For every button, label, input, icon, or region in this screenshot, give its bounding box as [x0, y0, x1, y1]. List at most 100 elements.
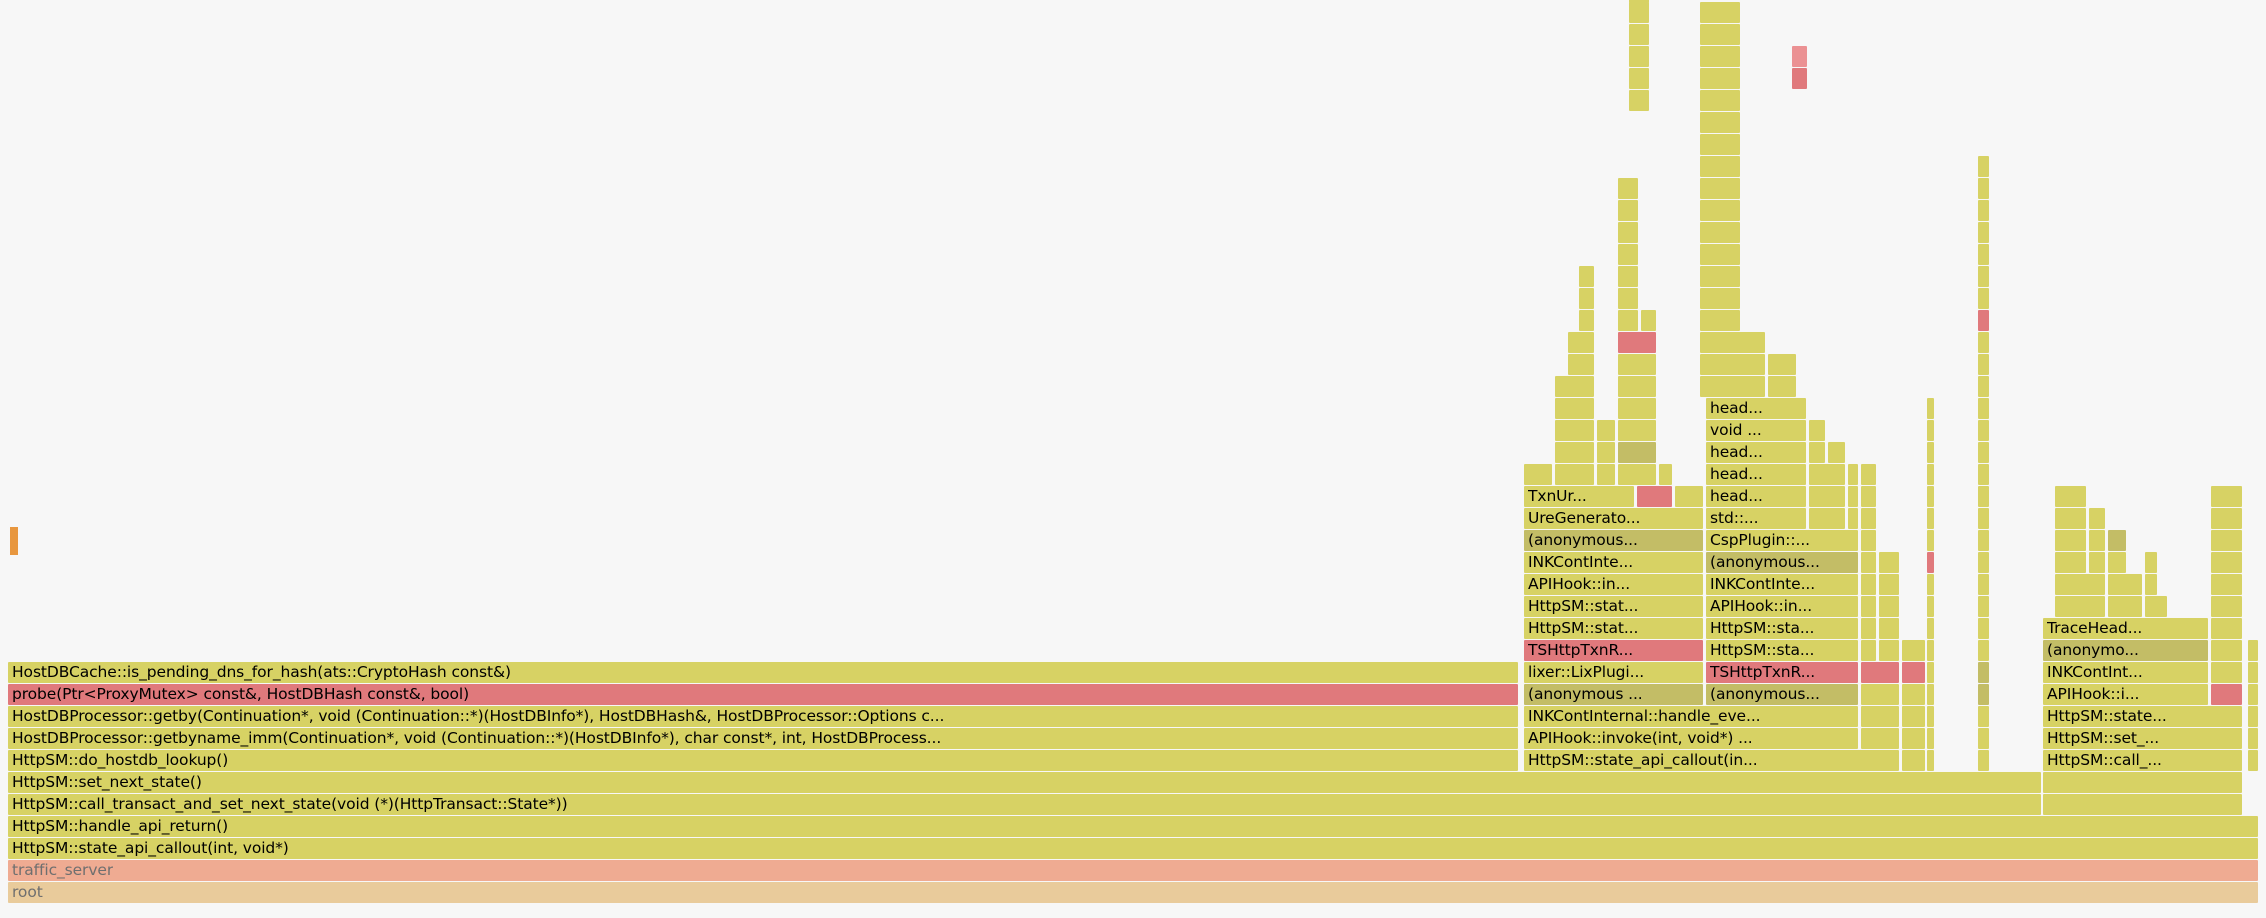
stack-frame-unlabeled[interactable] — [1978, 750, 1989, 771]
stack-frame-unlabeled[interactable] — [1618, 310, 1638, 331]
stack-frame-unlabeled[interactable] — [2043, 794, 2242, 815]
stack-frame-unlabeled[interactable] — [1902, 728, 1925, 749]
stack-frame-unlabeled[interactable] — [2211, 684, 2242, 705]
stack-frame-unlabeled[interactable] — [1978, 684, 1989, 705]
stack-frame-unlabeled[interactable] — [1618, 200, 1638, 221]
stack-frame[interactable]: HttpSM::call_transact_and_set_next_state… — [8, 794, 2041, 815]
stack-frame[interactable]: void ... — [1706, 420, 1806, 441]
stack-frame-unlabeled[interactable] — [1978, 728, 1989, 749]
stack-frame-unlabeled[interactable] — [1927, 552, 1934, 573]
stack-frame[interactable]: APIHook::in... — [1706, 596, 1858, 617]
stack-frame-unlabeled[interactable] — [1927, 486, 1934, 507]
stack-frame[interactable]: TSHttpTxnR... — [1706, 662, 1858, 683]
stack-frame[interactable]: (anonymous... — [1706, 552, 1858, 573]
stack-frame[interactable]: HttpSM::state_api_callout(int, void*) — [8, 838, 2258, 859]
stack-frame-unlabeled[interactable] — [2089, 530, 2105, 551]
stack-frame-unlabeled[interactable] — [1618, 244, 1638, 265]
stack-frame[interactable]: (anonymous... — [1706, 684, 1858, 705]
stack-frame-unlabeled[interactable] — [1618, 376, 1656, 397]
stack-frame-unlabeled[interactable] — [1768, 354, 1796, 375]
stack-frame-unlabeled[interactable] — [1978, 706, 1989, 727]
stack-frame-unlabeled[interactable] — [1618, 288, 1638, 309]
stack-frame-unlabeled[interactable] — [1927, 574, 1934, 595]
stack-frame[interactable]: root — [8, 882, 2258, 903]
stack-frame-unlabeled[interactable] — [1629, 24, 1649, 45]
stack-frame[interactable]: HostDBProcessor::getbyname_imm(Continuat… — [8, 728, 1518, 749]
stack-frame-unlabeled[interactable] — [2211, 530, 2242, 551]
stack-frame[interactable]: INKContInte... — [1706, 574, 1858, 595]
stack-frame-unlabeled[interactable] — [1927, 640, 1934, 661]
stack-frame-unlabeled[interactable] — [1927, 420, 1934, 441]
stack-frame-unlabeled[interactable] — [1700, 90, 1740, 111]
stack-frame-unlabeled[interactable] — [1848, 486, 1858, 507]
stack-frame-unlabeled[interactable] — [1629, 68, 1649, 89]
stack-frame-unlabeled[interactable] — [2211, 618, 2242, 639]
stack-frame-unlabeled[interactable] — [1978, 156, 1989, 177]
stack-frame-unlabeled[interactable] — [1978, 552, 1989, 573]
stack-frame-unlabeled[interactable] — [1978, 420, 1989, 441]
stack-frame-unlabeled[interactable] — [1579, 266, 1594, 287]
stack-frame[interactable]: TraceHead... — [2043, 618, 2208, 639]
stack-frame-unlabeled[interactable] — [1978, 662, 1989, 683]
stack-frame[interactable]: probe(Ptr<ProxyMutex> const&, HostDBHash… — [8, 684, 1518, 705]
stack-frame-unlabeled[interactable] — [1861, 640, 1876, 661]
stack-frame[interactable]: (anonymous ... — [1524, 684, 1703, 705]
stack-frame-unlabeled[interactable] — [1597, 420, 1615, 441]
stack-frame-unlabeled[interactable] — [1978, 398, 1989, 419]
stack-frame-unlabeled[interactable] — [1978, 596, 1989, 617]
stack-frame-unlabeled[interactable] — [1700, 376, 1765, 397]
stack-frame-unlabeled[interactable] — [1978, 618, 1989, 639]
stack-frame-unlabeled[interactable] — [2089, 552, 2105, 573]
stack-frame[interactable]: HttpSM::set_next_state() — [8, 772, 2041, 793]
stack-frame-unlabeled[interactable] — [1618, 398, 1656, 419]
stack-frame-unlabeled[interactable] — [1978, 222, 1989, 243]
stack-frame[interactable]: INKContInte... — [1524, 552, 1703, 573]
stack-frame-unlabeled[interactable] — [2248, 706, 2258, 727]
stack-frame-unlabeled[interactable] — [1927, 728, 1934, 749]
stack-frame-unlabeled[interactable] — [1579, 288, 1594, 309]
stack-frame[interactable]: HttpSM::set_... — [2043, 728, 2242, 749]
stack-frame-unlabeled[interactable] — [1927, 508, 1934, 529]
stack-frame-unlabeled[interactable] — [2055, 508, 2086, 529]
stack-frame-unlabeled[interactable] — [2043, 772, 2242, 793]
stack-frame-unlabeled[interactable] — [2211, 662, 2242, 683]
stack-frame-unlabeled[interactable] — [1792, 68, 1807, 89]
stack-frame[interactable]: (anonymous... — [1524, 530, 1703, 551]
stack-frame[interactable]: HttpSM::do_hostdb_lookup() — [8, 750, 1518, 771]
stack-frame-unlabeled[interactable] — [1629, 2, 1649, 23]
stack-frame-unlabeled[interactable] — [1700, 200, 1740, 221]
stack-frame-unlabeled[interactable] — [1861, 508, 1876, 529]
stack-frame[interactable]: APIHook::in... — [1524, 574, 1703, 595]
stack-frame[interactable]: HttpSM::handle_api_return() — [8, 816, 2258, 837]
stack-frame[interactable]: CspPlugin::... — [1706, 530, 1858, 551]
stack-frame-unlabeled[interactable] — [1768, 376, 1796, 397]
stack-frame-unlabeled[interactable] — [1568, 332, 1594, 353]
stack-frame-unlabeled[interactable] — [2089, 508, 2105, 529]
stack-frame-unlabeled[interactable] — [1809, 486, 1845, 507]
stack-frame-unlabeled[interactable] — [1879, 618, 1899, 639]
stack-frame-unlabeled[interactable] — [1618, 332, 1656, 353]
stack-frame[interactable]: HostDBProcessor::getby(Continuation*, vo… — [8, 706, 1518, 727]
stack-frame-unlabeled[interactable] — [2248, 684, 2258, 705]
stack-frame-unlabeled[interactable] — [1618, 442, 1656, 463]
stack-frame-unlabeled[interactable] — [1659, 464, 1672, 485]
stack-frame-unlabeled[interactable] — [1978, 332, 1989, 353]
stack-frame-unlabeled[interactable] — [2108, 574, 2142, 595]
stack-frame-unlabeled[interactable] — [2145, 574, 2157, 595]
stack-frame-unlabeled[interactable] — [1861, 662, 1899, 683]
stack-frame-unlabeled[interactable] — [2108, 530, 2126, 551]
stack-frame-unlabeled[interactable] — [1524, 464, 1552, 485]
stack-frame-unlabeled[interactable] — [2108, 596, 2142, 617]
stack-frame-unlabeled[interactable] — [2211, 640, 2242, 661]
stack-frame-unlabeled[interactable] — [1902, 640, 1925, 661]
stack-frame-unlabeled[interactable] — [1902, 662, 1925, 683]
stack-frame[interactable]: traffic_server — [8, 860, 2258, 881]
stack-frame-unlabeled[interactable] — [1700, 46, 1740, 67]
stack-frame[interactable]: APIHook::i... — [2043, 684, 2208, 705]
stack-frame-unlabeled[interactable] — [1700, 112, 1740, 133]
stack-frame-unlabeled[interactable] — [1861, 574, 1876, 595]
stack-frame-unlabeled[interactable] — [1848, 464, 1858, 485]
stack-frame-unlabeled[interactable] — [1637, 486, 1672, 507]
stack-frame-unlabeled[interactable] — [1700, 310, 1740, 331]
stack-frame[interactable]: std::... — [1706, 508, 1806, 529]
